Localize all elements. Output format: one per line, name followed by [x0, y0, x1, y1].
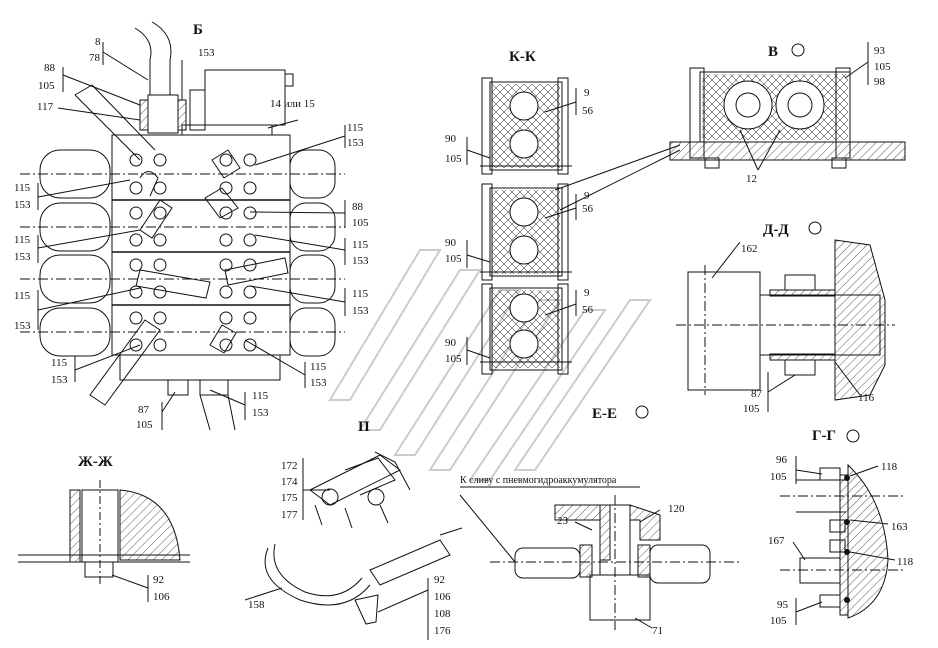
- callout-56-b: 56: [582, 203, 594, 215]
- callout-118-a: 118: [881, 461, 898, 473]
- callout-163: 163: [891, 521, 908, 533]
- section-kk: [480, 77, 681, 375]
- callout-120: 120: [668, 503, 685, 515]
- callout-118-b: 118: [897, 556, 914, 568]
- callout-153-r4: 153: [310, 377, 327, 389]
- title-dd: Д-Д: [763, 222, 789, 238]
- callout-162: 162: [741, 243, 758, 255]
- callout-105-ka: 105: [445, 153, 462, 165]
- section-dd: [676, 239, 895, 401]
- callout-116: 116: [858, 392, 875, 404]
- callout-106-z: 106: [153, 591, 170, 603]
- callout-78: 78: [89, 52, 101, 64]
- callout-88-b: 88: [352, 201, 364, 213]
- callout-115-r3: 115: [352, 288, 369, 300]
- callout-105-kb: 105: [445, 253, 462, 265]
- callout-9-c: 9: [584, 287, 590, 299]
- callout-115-l4: 115: [51, 357, 68, 369]
- callout-105-gb: 105: [770, 615, 787, 627]
- callout-175: 175: [281, 492, 298, 504]
- callout-12: 12: [746, 173, 757, 185]
- callout-105-v: 105: [874, 61, 891, 73]
- section-zhzh: [18, 480, 190, 585]
- callout-153-top: 153: [198, 47, 215, 59]
- callout-153-r2: 153: [352, 255, 369, 267]
- callout-87-d: 87: [751, 388, 763, 400]
- section-ee: [459, 494, 740, 630]
- leader-lines: [37, 42, 896, 640]
- callout-95: 95: [777, 599, 789, 611]
- title-b: Б: [193, 22, 203, 38]
- angled-fittings: [89, 149, 289, 406]
- callout-9-b: 9: [584, 190, 590, 202]
- callout-153-r3: 153: [352, 305, 369, 317]
- callout-56-c: 56: [582, 304, 594, 316]
- callout-105-d: 105: [743, 403, 760, 415]
- callout-105-a: 105: [38, 80, 55, 92]
- callout-92-z: 92: [153, 574, 164, 586]
- callout-115-l3: 115: [14, 290, 31, 302]
- view-marker-v: [791, 43, 805, 57]
- callout-98: 98: [874, 76, 886, 88]
- callout-115-b: 115: [252, 390, 269, 402]
- view-b-valve-block: [20, 21, 345, 431]
- callout-23: 23: [557, 515, 569, 527]
- title-gg: Г-Г: [812, 428, 836, 444]
- callout-153-b: 153: [252, 407, 269, 419]
- callout-87-a: 87: [138, 404, 150, 416]
- callout-105-kc: 105: [445, 353, 462, 365]
- callout-90-b: 90: [445, 237, 457, 249]
- title-kk: К-К: [509, 49, 536, 65]
- callout-93: 93: [874, 45, 886, 57]
- callout-153-r1: 153: [347, 137, 364, 149]
- callout-92-p: 92: [434, 574, 445, 586]
- callout-153-l3: 153: [14, 320, 31, 332]
- callout-108: 108: [434, 608, 451, 620]
- callout-9-a: 9: [584, 87, 590, 99]
- callout-71: 71: [652, 625, 663, 637]
- view-p: [309, 451, 411, 529]
- title-ee: Е-Е: [592, 406, 617, 422]
- callout-115-r4: 115: [310, 361, 327, 373]
- callout-172: 172: [281, 460, 298, 472]
- callout-88-a: 88: [44, 62, 56, 74]
- callout-90-a: 90: [445, 133, 457, 145]
- callout-106-p: 106: [434, 591, 451, 603]
- callout-153-l2: 153: [14, 251, 31, 263]
- callout-167: 167: [768, 535, 785, 547]
- cylinder-rows: [20, 149, 345, 357]
- view-marker-dd: [808, 221, 822, 235]
- callout-153-l4: 153: [51, 374, 68, 386]
- callout-177: 177: [281, 509, 298, 521]
- title-zhzh: Ж-Ж: [78, 454, 113, 470]
- callout-105-c: 105: [136, 419, 153, 431]
- callout-90-c: 90: [445, 337, 457, 349]
- callout-56-a: 56: [582, 105, 594, 117]
- view-marker-gg: [846, 429, 860, 443]
- section-gg: [780, 463, 905, 619]
- callout-115-l1: 115: [14, 182, 31, 194]
- note-drain: К сливу с пневмогидроаккумулятора: [460, 475, 617, 486]
- bolt-heads: [129, 153, 257, 352]
- view-v: [669, 67, 906, 169]
- title-v: В: [768, 44, 778, 60]
- callout-115-l2: 115: [14, 234, 31, 246]
- callout-174: 174: [281, 476, 298, 488]
- hose-158: [264, 527, 463, 625]
- callout-115-r2: 115: [352, 239, 369, 251]
- callout-8: 8: [95, 36, 101, 48]
- view-marker-ee: [635, 405, 649, 419]
- callout-117: 117: [37, 101, 54, 113]
- callout-153-l1: 153: [14, 199, 31, 211]
- callout-115-r1: 115: [347, 122, 364, 134]
- note-variant: 14 или 15: [270, 98, 315, 110]
- callout-176: 176: [434, 625, 451, 637]
- title-p: П: [358, 419, 370, 435]
- callout-158: 158: [248, 599, 265, 611]
- callout-96: 96: [776, 454, 788, 466]
- callout-105-b: 105: [352, 217, 369, 229]
- callout-105-ga: 105: [770, 471, 787, 483]
